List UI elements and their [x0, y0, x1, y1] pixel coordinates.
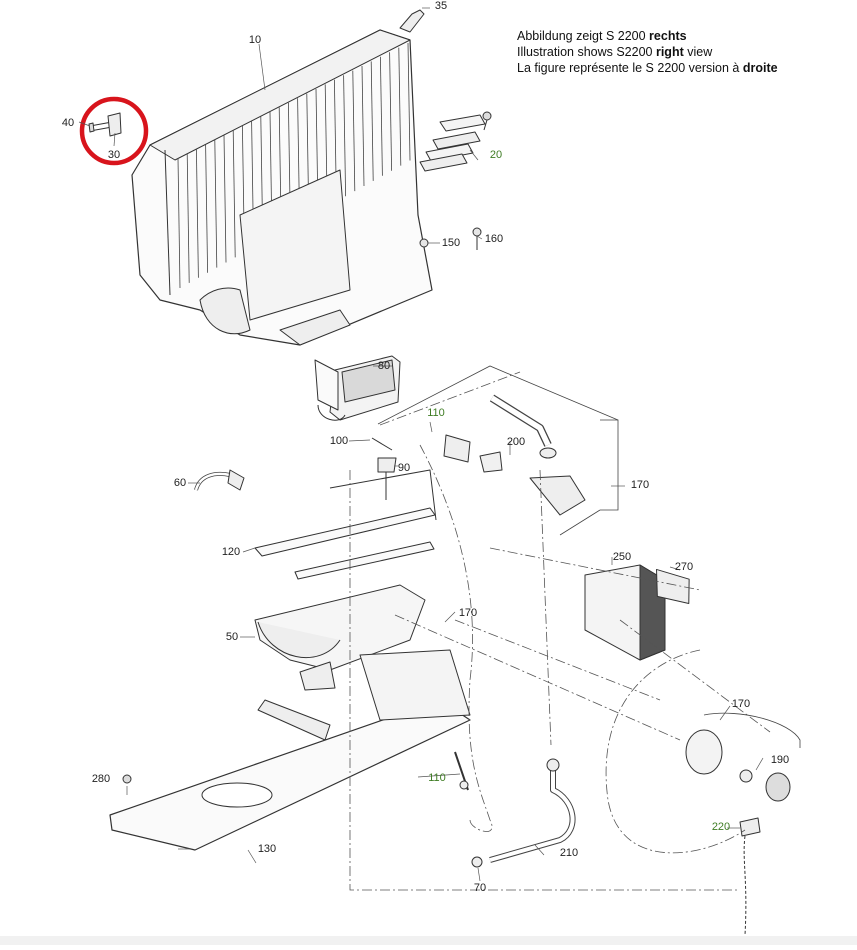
- callout-35: 35: [435, 0, 447, 12]
- pipe-60-drawing: [194, 469, 245, 491]
- view-caption: Abbildung zeigt S 2200 rechts Illustrati…: [517, 28, 778, 76]
- burner-tray-drawing: [314, 355, 401, 421]
- control-box-drawing: [584, 564, 690, 661]
- caption-line-de: Abbildung zeigt S 2200 rechts: [517, 28, 778, 44]
- caption-line-fr: La figure représente le S 2200 version à…: [517, 60, 778, 76]
- base-plate-drawing: [109, 649, 471, 851]
- callout-270: 270: [675, 561, 693, 573]
- callout-110a: 110: [427, 407, 445, 419]
- electrode-drawing: [371, 437, 397, 500]
- callout-labels: 10 20 30 35 40 50 60 70 80 90 100 110 110 120 130 150 16…: [62, 0, 789, 894]
- callout-220: 220: [712, 821, 730, 833]
- callout-150: 150: [442, 237, 460, 249]
- caption-en-bold: right: [655, 45, 684, 59]
- gas-valve-drawing: [443, 394, 586, 516]
- callout-110b: 110: [428, 772, 446, 784]
- callout-70: 70: [474, 882, 486, 894]
- bottom-scroll-strip: [0, 936, 857, 945]
- gasket-plates-drawing: [419, 111, 492, 172]
- gas-pipe-210-drawing: [471, 758, 576, 868]
- knob-assembly-drawing: [685, 729, 791, 936]
- callout-170b: 170: [459, 607, 477, 619]
- callout-170c: 170: [732, 698, 750, 710]
- callout-60: 60: [174, 477, 186, 489]
- callout-250: 250: [613, 551, 631, 563]
- leader-lines: [78, 7, 764, 882]
- callout-40: 40: [62, 117, 74, 129]
- highlight-circle-marker: [79, 96, 149, 166]
- callout-20: 20: [490, 149, 502, 161]
- callout-50: 50: [226, 631, 238, 643]
- callout-170a: 170: [631, 479, 649, 491]
- callout-130: 130: [258, 843, 276, 855]
- caption-en-text: Illustration shows S2200: [517, 45, 656, 59]
- gasket-frame-drawing: [254, 469, 437, 580]
- callout-90: 90: [398, 462, 410, 474]
- callout-200: 200: [507, 436, 525, 448]
- caption-line-en: Illustration shows S2200 right view: [517, 44, 778, 60]
- assembly-brackets: [377, 365, 801, 748]
- callout-190: 190: [771, 754, 789, 766]
- callout-280: 280: [92, 773, 110, 785]
- caption-fr-bold: droite: [742, 61, 778, 75]
- callout-100: 100: [330, 435, 348, 447]
- combustion-chamber-drawing: [254, 584, 426, 691]
- caption-en-suffix: view: [683, 45, 713, 59]
- callout-80: 80: [378, 360, 390, 372]
- callout-160: 160: [485, 233, 503, 245]
- callout-120: 120: [222, 546, 240, 558]
- callout-210: 210: [560, 847, 578, 859]
- callout-10: 10: [249, 34, 261, 46]
- caption-de-bold: rechts: [649, 29, 687, 43]
- caption-de-text: Abbildung zeigt S 2200: [517, 29, 650, 43]
- callout-30: 30: [108, 149, 120, 161]
- heat-exchanger-drawing: [131, 9, 433, 346]
- screw-and-clip-drawing: [88, 112, 122, 137]
- assembly-paths: [349, 371, 771, 891]
- caption-fr-text: La figure représente le S 2200 version à: [517, 61, 743, 75]
- thermocouple-drawing: [454, 751, 469, 791]
